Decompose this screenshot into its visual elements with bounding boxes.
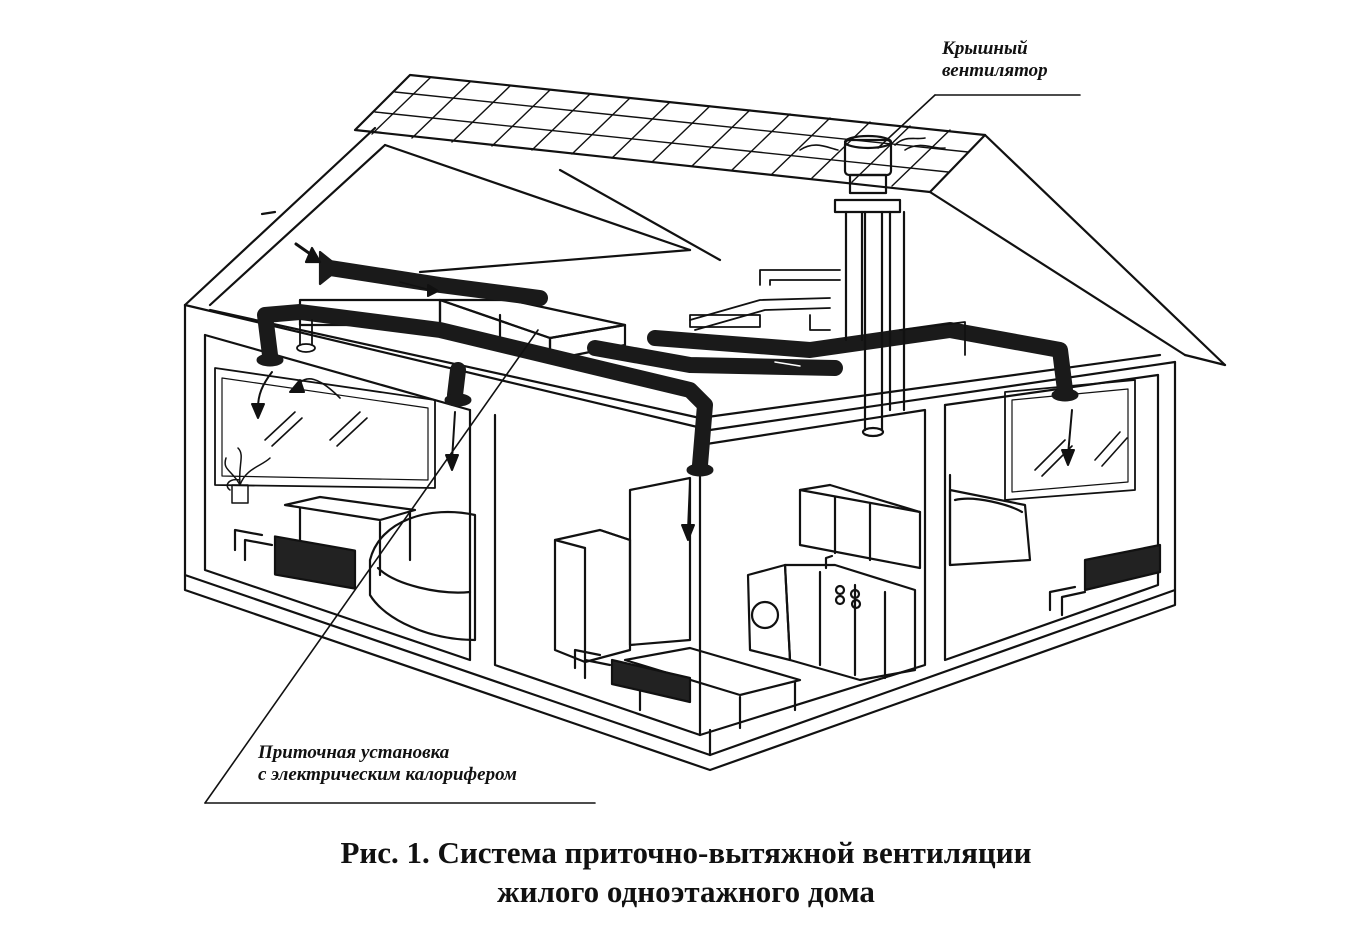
duct-outlets — [256, 353, 1079, 477]
roof — [183, 73, 1227, 367]
roof-fan-stack — [799, 134, 946, 438]
roof-fan-label-line1: Крышный — [942, 38, 1028, 59]
roof-fan-label: Крышный вентилятор — [942, 38, 1092, 82]
airflow-arrows — [251, 281, 1075, 541]
figure-caption-line1: Рис. 1. Система приточно-вытяжной вентил… — [340, 835, 1032, 870]
supply-unit-leader — [204, 329, 539, 804]
roof-fan-label-line2: вентилятор — [942, 59, 1048, 81]
leader-lines — [204, 94, 1081, 804]
dining-table — [623, 646, 802, 730]
supply-unit-label-line1: Приточная установка — [258, 742, 450, 763]
kitchen-counter — [783, 554, 917, 682]
fresh-air-intake-arrow — [318, 250, 342, 286]
right-room — [948, 379, 1162, 617]
washing-machine — [746, 563, 792, 662]
supply-unit-label: Приточная установка с электрическим кало… — [258, 742, 618, 786]
armchair — [368, 510, 477, 642]
bed — [948, 473, 1032, 567]
supply-unit-label-line2: с электрическим калорифером — [258, 763, 517, 785]
figure-caption-line2: жилого одноэтажного дома — [497, 873, 875, 909]
left-room — [214, 367, 477, 642]
right-radiator — [1048, 543, 1162, 617]
plant-icon — [224, 447, 271, 504]
figure-caption: Рис. 1. Система приточно-вытяжной вентил… — [200, 834, 1172, 912]
roof-shingle-hatching — [371, 77, 969, 187]
wall-cabinets — [798, 483, 922, 570]
door — [628, 476, 692, 647]
refrigerator — [553, 528, 632, 664]
right-window — [1004, 379, 1136, 501]
roof-fan-leader — [877, 94, 936, 149]
glass-glare — [264, 411, 368, 447]
kitchen-radiator — [573, 648, 692, 704]
exhaust-ducts — [296, 269, 966, 356]
left-window — [214, 367, 436, 489]
left-radiator — [233, 528, 357, 590]
supply-ducts — [257, 260, 1073, 473]
kitchen-room — [553, 476, 922, 730]
